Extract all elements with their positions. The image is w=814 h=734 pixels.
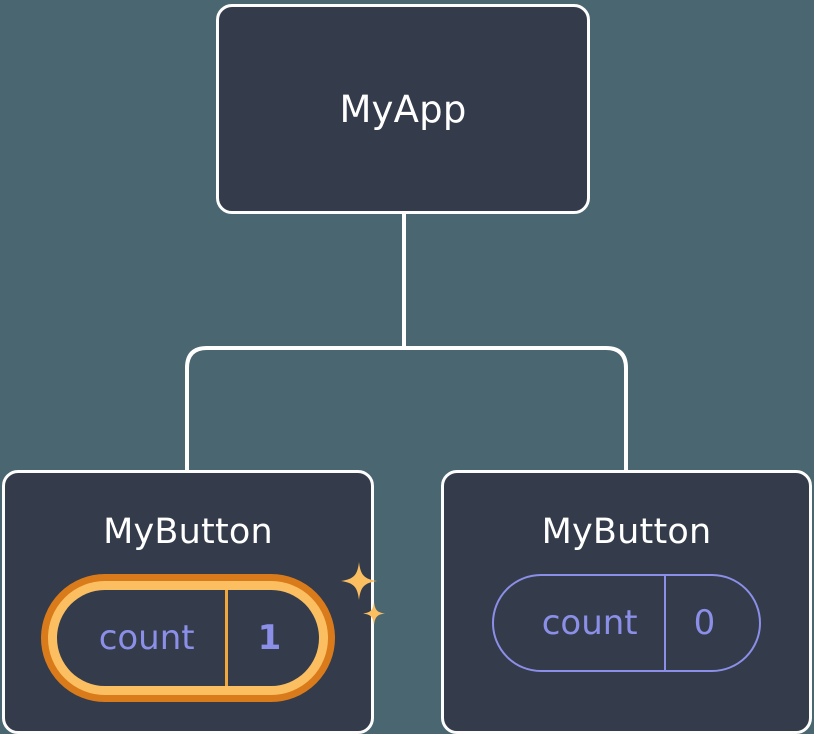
state-pill-left-wrapper: count 1 bbox=[40, 562, 386, 702]
node-myapp[interactable]: MyApp bbox=[216, 4, 590, 214]
node-mybutton-left-label: MyButton bbox=[103, 512, 273, 552]
sparkle-small-icon bbox=[363, 602, 386, 625]
state-pill-right[interactable]: count 0 bbox=[491, 574, 762, 672]
state-pill-left-highlight-ring: count 1 bbox=[40, 574, 336, 702]
state-value-right: 0 bbox=[693, 603, 716, 643]
node-mybutton-left[interactable]: MyButton count 1 bbox=[2, 470, 386, 734]
state-value-left: 1 bbox=[257, 618, 282, 658]
state-pill-left-divider bbox=[224, 590, 228, 686]
state-pill-right-divider bbox=[663, 576, 666, 670]
sparkle-large-icon bbox=[341, 562, 378, 600]
state-pill-right-wrapper: count 0 bbox=[491, 574, 762, 672]
node-mybutton-right-label: MyButton bbox=[541, 512, 712, 552]
connector-bracket bbox=[185, 346, 628, 472]
state-pill-left[interactable]: count 1 bbox=[56, 590, 320, 686]
sparkles-icon bbox=[341, 562, 386, 625]
state-pill-left-inner-ring: count 1 bbox=[47, 581, 329, 695]
node-myapp-label: MyApp bbox=[339, 87, 467, 131]
state-key-right: count bbox=[541, 603, 638, 643]
node-mybutton-right[interactable]: MyButton count 0 bbox=[441, 470, 812, 734]
state-key-left: count bbox=[98, 618, 195, 658]
